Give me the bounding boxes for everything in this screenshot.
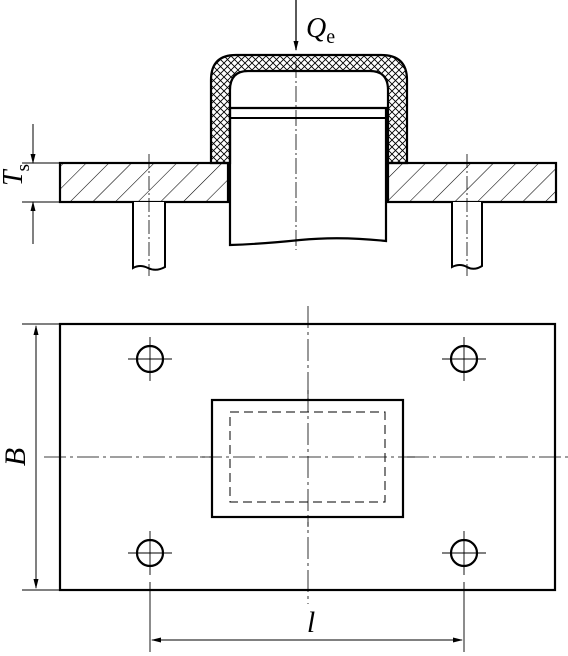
base-plate-left bbox=[58, 161, 230, 204]
spacing-dimension: l bbox=[149, 582, 465, 652]
bolt-hole-top-right bbox=[442, 337, 486, 381]
column bbox=[228, 106, 388, 247]
thickness-label: Ts bbox=[0, 164, 34, 186]
protective-cover bbox=[209, 53, 409, 165]
section-view: Qe Ts bbox=[0, 0, 558, 276]
base-plate-right bbox=[386, 161, 558, 204]
thickness-dimension: Ts bbox=[0, 124, 60, 244]
width-dimension: B bbox=[0, 323, 60, 591]
spacing-label: l bbox=[307, 606, 315, 639]
anchor-bolt-left bbox=[132, 154, 166, 276]
anchor-bolt-right bbox=[451, 154, 483, 276]
load-label: Qe bbox=[306, 13, 335, 48]
column-outline bbox=[210, 398, 405, 519]
width-label: B bbox=[0, 448, 32, 466]
bolt-hole-bottom-right bbox=[442, 531, 486, 575]
plan-view: B l bbox=[0, 306, 568, 652]
bolt-hole-bottom-left bbox=[128, 531, 172, 575]
bolt-hole-top-left bbox=[128, 337, 172, 381]
